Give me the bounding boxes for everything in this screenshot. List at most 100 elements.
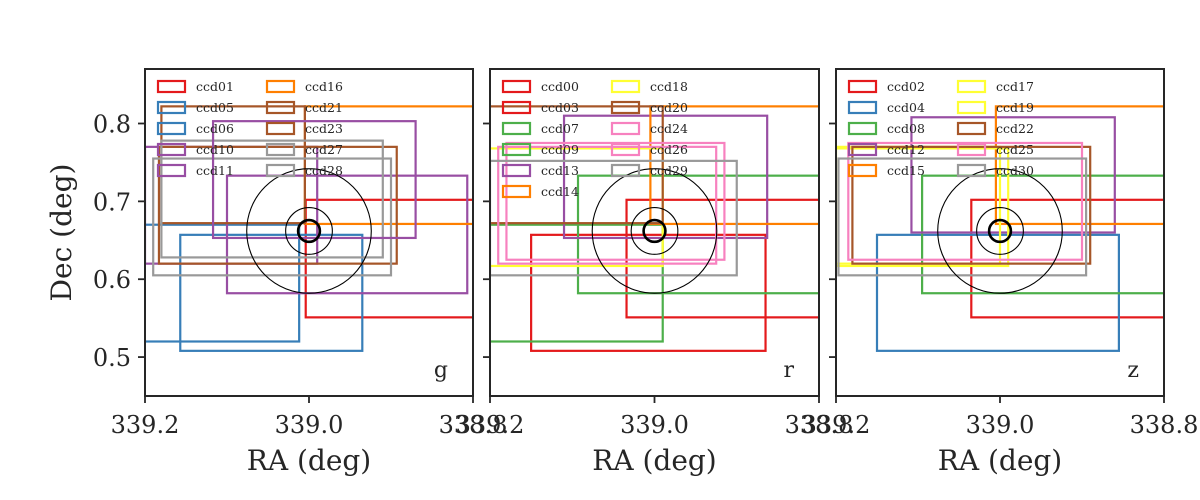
target-circle-2 [246,168,372,294]
ccd-footprint-ccd07 [490,223,664,343]
legend-label: ccd13 [541,163,579,178]
ccd-footprint-extra-10 [211,120,417,240]
x-tick-label: 339.2 [456,411,525,439]
legend-swatch [156,142,187,157]
target-circle-1 [285,207,333,255]
legend-swatch [610,100,641,115]
legend-swatch [847,142,878,157]
legend-item-ccd07: ccd07 [501,121,579,136]
legend-swatch [847,121,878,136]
legend-swatch [610,142,641,157]
legend-label: ccd19 [996,100,1034,115]
target-circle-0 [296,218,322,244]
plot-area [836,105,1164,352]
legend-swatch [501,163,532,178]
legend-label: ccd16 [305,79,343,94]
ccd-footprint-ccd23 [157,145,398,265]
legend-item-ccd03: ccd03 [501,100,579,115]
y-tick-label: 0.5 [93,344,131,372]
legend-swatch [847,79,878,94]
legend-item-ccd24: ccd24 [610,121,688,136]
legend-label: ccd26 [650,142,688,157]
legend-label: ccd15 [887,163,925,178]
legend-swatch [265,163,296,178]
legend-item-ccd28: ccd28 [265,163,343,178]
legend-swatch [501,100,532,115]
ccd-footprint-ccd25 [847,141,1084,261]
legend-item-ccd08: ccd08 [847,121,925,136]
ccd-footprint-ccd27 [152,157,393,277]
legend-swatch [956,142,987,157]
legend-swatch [847,100,878,115]
target-circle-2 [591,168,718,294]
legend-swatch [610,79,641,94]
target-circle-1 [630,207,679,255]
y-tick-label: 0.7 [93,188,131,216]
legend-swatch [156,163,187,178]
legend-item-ccd20: ccd20 [610,100,688,115]
legend-item-ccd16: ccd16 [265,79,343,94]
ccd-footprint-ccd30 [837,157,1088,277]
legend-item-ccd00: ccd00 [501,79,579,94]
legend-label: ccd11 [196,163,234,178]
legend-item-ccd15: ccd15 [847,163,925,178]
ccd-footprint-ccd09 [576,174,819,295]
legend-swatch [956,163,987,178]
x-tick-label: 339.2 [802,411,871,439]
legend-item-ccd04: ccd04 [847,100,925,115]
legend-swatch [610,163,641,178]
legend-swatch [501,184,532,199]
ccd-footprint-ccd02 [970,198,1164,319]
legend-swatch [265,121,296,136]
legend-item-ccd14: ccd14 [501,184,579,199]
legend-label: ccd10 [196,142,234,157]
legend-swatch [265,79,296,94]
ccd-footprint-ccd17 [836,147,1010,268]
legend-label: ccd07 [541,121,579,136]
ccd-footprint-ccd11 [225,174,469,295]
legend-swatch [501,121,532,136]
legend-label: ccd20 [650,100,688,115]
band-label: r [783,358,794,383]
x-tick-label: 339.0 [620,411,689,439]
legend-label: ccd23 [305,121,343,136]
legend-label: ccd27 [305,142,343,157]
legend-item-ccd29: ccd29 [610,163,688,178]
axes-frame [144,68,474,397]
legend-label: ccd08 [887,121,925,136]
legend-swatch [265,142,296,157]
legend-item-ccd26: ccd26 [610,142,688,157]
legend-label: ccd30 [996,163,1034,178]
legend-item-ccd23: ccd23 [265,121,343,136]
y-axis-label: Dec (deg) [45,164,78,302]
legend-item-ccd05: ccd05 [156,100,234,115]
x-axis-label: RA (deg) [592,444,716,477]
legend-item-ccd09: ccd09 [501,142,579,157]
ccd-footprint-ccd22 [851,145,1092,265]
band-label: g [434,358,448,383]
legend-item-ccd18: ccd18 [610,79,688,94]
legend-label: ccd21 [305,100,343,115]
plot-area [145,105,473,352]
legend-label: ccd14 [541,184,579,199]
legend-label: ccd17 [996,79,1034,94]
legend-label: ccd18 [650,79,688,94]
legend-swatch [847,163,878,178]
legend-item-ccd10: ccd10 [156,142,234,157]
y-tick-label: 0.6 [93,266,131,294]
legend-item-ccd22: ccd22 [956,121,1034,136]
legend-label: ccd03 [541,100,579,115]
legend-swatch [501,142,532,157]
x-tick-label: 338.8 [439,411,508,439]
legend-swatch [156,79,187,94]
ccd-footprint-ccd28 [160,139,384,259]
ccd-footprint-ccd08 [920,174,1164,295]
legend-label: ccd06 [196,121,234,136]
axes-frame [489,68,820,397]
ccd-footprint-ccd00 [625,198,819,319]
ccd-footprint-ccd05 [145,223,301,343]
legend-item-ccd11: ccd11 [156,163,234,178]
legend-label: ccd28 [305,163,343,178]
